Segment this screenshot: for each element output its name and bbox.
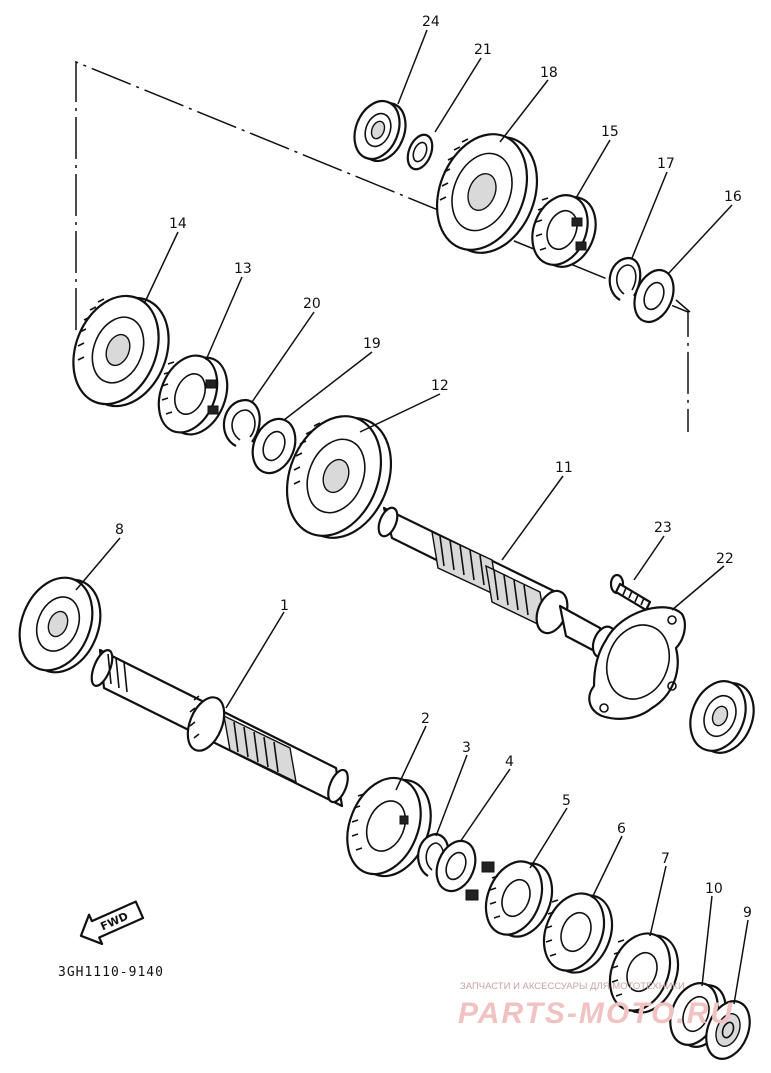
callout-11: 11 — [555, 460, 573, 476]
part-1-drive-axle — [90, 648, 349, 808]
callout-23: 23 — [654, 520, 672, 536]
callout-3: 3 — [462, 740, 471, 756]
callout-16: 16 — [724, 189, 742, 205]
callout-24: 24 — [422, 14, 440, 30]
fwd-direction-arrow: FWD — [79, 900, 145, 946]
part-15-gear — [531, 194, 597, 268]
part-20-circlip — [222, 398, 261, 447]
part-18-gear — [435, 133, 539, 254]
callout-labels: 24 21 18 15 17 16 14 13 20 19 12 11 23 2… — [115, 14, 752, 921]
watermark: ЗАПЧАСТИ И АКСЕССУАРЫ ДЛЯ МОТОТЕХНИКИ PA… — [458, 981, 734, 1030]
callout-22: 22 — [716, 551, 734, 567]
callout-6: 6 — [617, 821, 626, 837]
part-6-gear — [542, 892, 614, 974]
callout-20: 20 — [303, 296, 321, 312]
callout-8: 8 — [115, 522, 124, 538]
watermark-tagline: ЗАПЧАСТИ И АКСЕССУАРЫ ДЛЯ МОТОТЕХНИКИ — [460, 981, 685, 992]
watermark-logo: PARTS-MOTO.RU — [458, 997, 734, 1030]
part-22-bearing-plate — [588, 606, 686, 720]
leader-lines — [75, 29, 749, 1005]
part-17-circlip — [608, 256, 642, 301]
callout-10: 10 — [705, 881, 723, 897]
callout-4: 4 — [505, 754, 514, 770]
callout-19: 19 — [363, 336, 381, 352]
callout-5: 5 — [562, 793, 571, 809]
assembly-bracket-line — [75, 60, 691, 432]
callout-12: 12 — [431, 378, 449, 394]
callout-9: 9 — [743, 905, 752, 921]
part-9-oil-seal — [705, 1000, 751, 1060]
callout-17: 17 — [657, 156, 675, 172]
callout-21: 21 — [474, 42, 492, 58]
part-2-gear — [346, 776, 432, 878]
callout-13: 13 — [234, 261, 252, 277]
part-12-gear — [285, 415, 393, 539]
callout-2: 2 — [421, 711, 430, 727]
part-16-washer — [633, 268, 675, 324]
callout-14: 14 — [169, 216, 187, 232]
callout-15: 15 — [601, 124, 619, 140]
part-21-washer — [406, 133, 434, 171]
part-4-washer — [435, 839, 477, 893]
part-24-bearing — [353, 99, 407, 163]
part-11-main-axle — [377, 506, 617, 659]
part-23-screw — [609, 573, 652, 612]
callout-7: 7 — [661, 851, 670, 867]
callout-18: 18 — [540, 65, 558, 81]
part-5-gear — [465, 860, 554, 938]
callout-1: 1 — [280, 598, 289, 614]
bearing-right — [689, 680, 755, 754]
part-13-gear — [157, 354, 229, 436]
diagram-code: 3GH1110-9140 — [58, 965, 164, 980]
part-7-gear — [608, 932, 680, 1014]
part-14-gear — [72, 294, 170, 408]
part-8-bearing — [18, 576, 102, 674]
